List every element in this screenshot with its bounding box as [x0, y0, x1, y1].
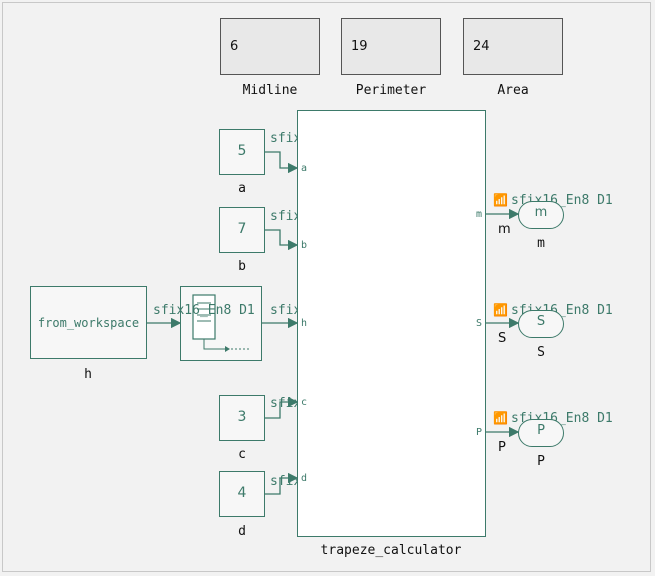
constant-b-label: b — [238, 259, 246, 274]
goto-S-tag: S — [536, 314, 546, 329]
display-perimeter[interactable]: 19 — [341, 18, 441, 75]
conversion-icon — [192, 294, 251, 352]
wifi-signal-icon: 📶 — [493, 303, 508, 317]
wire-c — [264, 396, 299, 419]
goto-S[interactable]: S — [518, 310, 564, 338]
constant-a-label: a — [238, 181, 246, 196]
goto-m-tag: m — [534, 205, 548, 220]
wifi-signal-icon: 📶 — [493, 193, 508, 207]
subsystem-inport-a: a — [301, 163, 308, 174]
goto-P[interactable]: P — [518, 419, 564, 447]
goto-P-port-label: P — [498, 440, 506, 455]
conversion-block[interactable] — [180, 286, 262, 361]
goto-P-label: P — [537, 454, 545, 469]
display-perimeter-value: 19 — [351, 39, 368, 54]
subsystem-outport-S: S — [475, 318, 482, 329]
goto-m-port-label: m — [498, 222, 511, 237]
constant-d-label: d — [238, 524, 246, 539]
constant-b[interactable]: 7 — [219, 207, 265, 253]
from-workspace-label: h — [84, 367, 92, 382]
subsystem-inport-b: b — [301, 240, 308, 251]
from-workspace-text: from_workspace — [37, 316, 140, 330]
subsystem-inport-d: d — [301, 473, 308, 484]
constant-d-value: 4 — [237, 485, 247, 501]
display-area-value: 24 — [473, 39, 490, 54]
display-area[interactable]: 24 — [463, 18, 563, 75]
display-area-label: Area — [497, 83, 529, 98]
wire-d — [264, 472, 299, 495]
constant-a-value: 5 — [237, 143, 247, 159]
constant-a[interactable]: 5 — [219, 129, 265, 175]
wire-b — [264, 229, 299, 251]
signal-label-fromws: sfix16_En8 D1 — [153, 303, 255, 318]
constant-c-label: c — [238, 447, 246, 462]
subsystem-name: trapeze_calculator — [320, 543, 462, 558]
wifi-signal-icon: 📶 — [493, 411, 508, 425]
goto-S-port-label: S — [498, 331, 507, 346]
goto-m[interactable]: m — [518, 201, 564, 229]
goto-S-label: S — [537, 345, 545, 360]
constant-c[interactable]: 3 — [219, 395, 265, 441]
wire-a — [264, 151, 299, 174]
goto-m-label: m — [537, 236, 545, 251]
subsystem-trapeze-calculator[interactable]: a b h c d m S P — [297, 110, 486, 537]
constant-b-value: 7 — [237, 221, 247, 237]
subsystem-outport-m: m — [475, 209, 482, 220]
subsystem-outport-P: P — [475, 427, 482, 438]
display-perimeter-label: Perimeter — [355, 83, 427, 98]
display-midline[interactable]: 6 — [220, 18, 320, 75]
display-midline-value: 6 — [230, 39, 239, 54]
goto-P-tag: P — [537, 423, 545, 438]
subsystem-inport-c: c — [301, 397, 308, 408]
display-midline-label: Midline — [242, 83, 298, 98]
constant-c-value: 3 — [237, 409, 247, 425]
constant-d[interactable]: 4 — [219, 471, 265, 517]
subsystem-inport-h: h — [301, 318, 308, 329]
from-workspace-block[interactable]: from_workspace — [30, 286, 147, 359]
